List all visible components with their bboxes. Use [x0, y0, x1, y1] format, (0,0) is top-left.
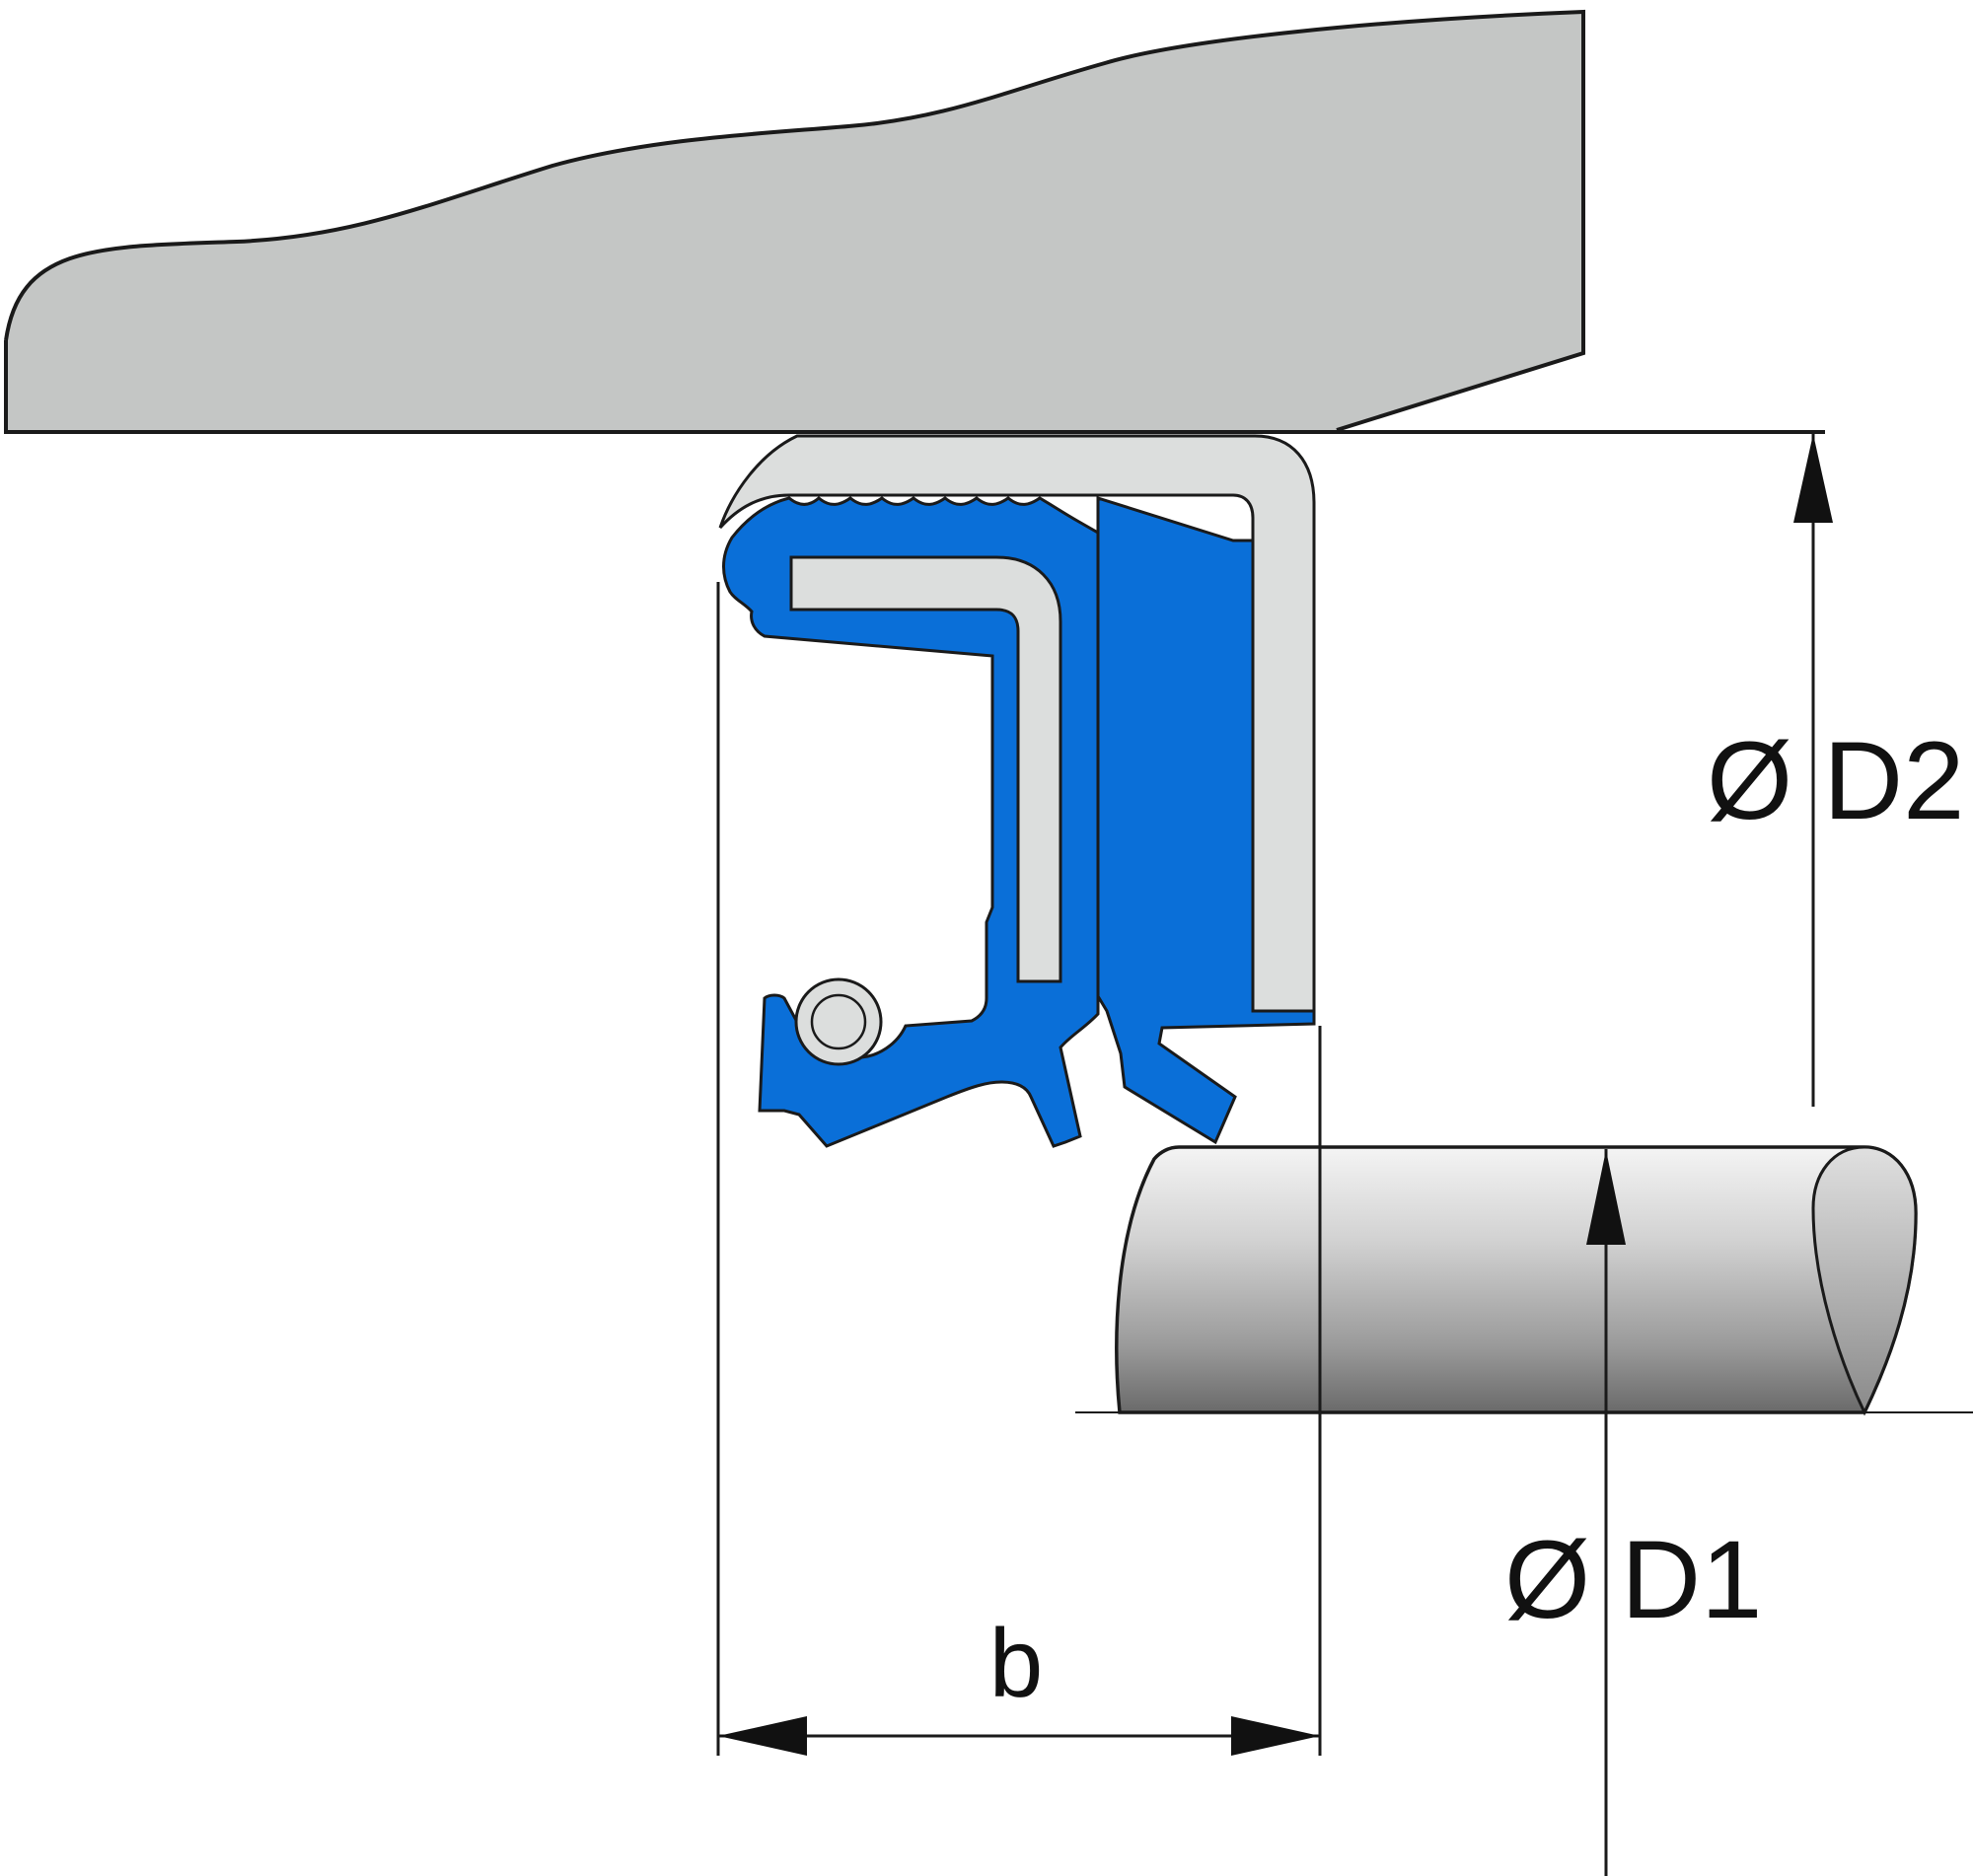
seal-outer-case	[718, 434, 1316, 1013]
d1-arrow	[1586, 1150, 1626, 1245]
garter-spring-inner	[810, 993, 867, 1050]
b-arrow-right	[1231, 1716, 1320, 1756]
shaft-body	[1115, 1145, 1918, 1414]
housing-block	[6, 12, 1583, 430]
housing-outline	[4, 9, 1585, 432]
b-label: b	[989, 1609, 1044, 1717]
d2-label: Ø D2	[1707, 719, 1964, 842]
seal-metal-insert	[789, 555, 1062, 983]
d2-arrow	[1793, 434, 1833, 523]
d1-label: Ø D1	[1504, 1518, 1762, 1641]
b-arrow-left	[718, 1716, 807, 1756]
